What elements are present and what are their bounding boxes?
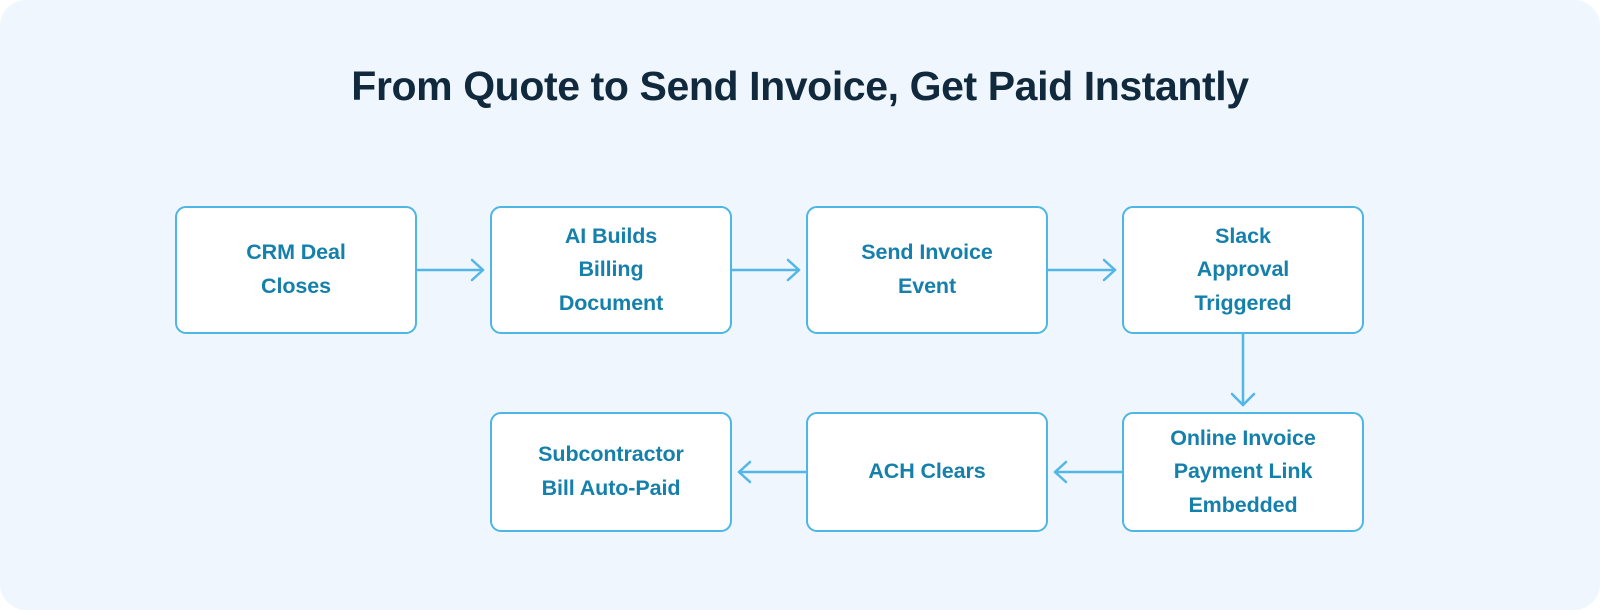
flow-node-label: Slack Approval Triggered (1194, 223, 1292, 315)
flow-node-online-invoice-payment-link-embedded[interactable]: Online Invoice Payment Link Embedded (1122, 412, 1364, 532)
flow-node-send-invoice-event[interactable]: Send Invoice Event (806, 206, 1048, 334)
flow-node-crm-deal-closes[interactable]: CRM Deal Closes (175, 206, 417, 334)
arrow-right-icon-ai-billing-to-send-invoice (730, 248, 806, 292)
flow-node-label: ACH Clears (868, 459, 986, 484)
flow-node-label: Subcontractor Bill Auto-Paid (538, 442, 684, 500)
flow-node-slack-approval-triggered[interactable]: Slack Approval Triggered (1122, 206, 1364, 334)
flow-node-subcontractor-bill-auto-paid[interactable]: Subcontractor Bill Auto-Paid (490, 412, 732, 532)
arrow-left-icon-ach-to-subcontractor (732, 450, 808, 494)
flow-node-label: Online Invoice Payment Link Embedded (1170, 425, 1316, 517)
arrow-right-icon-crm-to-ai-billing (415, 248, 490, 292)
page-title: From Quote to Send Invoice, Get Paid Ins… (351, 63, 1249, 109)
arrow-down-icon-slack-to-online-link (1215, 332, 1271, 412)
arrow-left-icon-online-link-to-ach (1048, 450, 1124, 494)
flow-node-ach-clears[interactable]: ACH Clears (806, 412, 1048, 532)
flow-node-ai-builds-billing-document[interactable]: AI Builds Billing Document (490, 206, 732, 334)
flow-node-label: AI Builds Billing Document (558, 223, 664, 315)
flow-node-label: Send Invoice Event (861, 240, 993, 298)
flow-node-label: CRM Deal Closes (246, 240, 346, 298)
arrow-right-icon-send-invoice-to-slack (1046, 248, 1122, 292)
